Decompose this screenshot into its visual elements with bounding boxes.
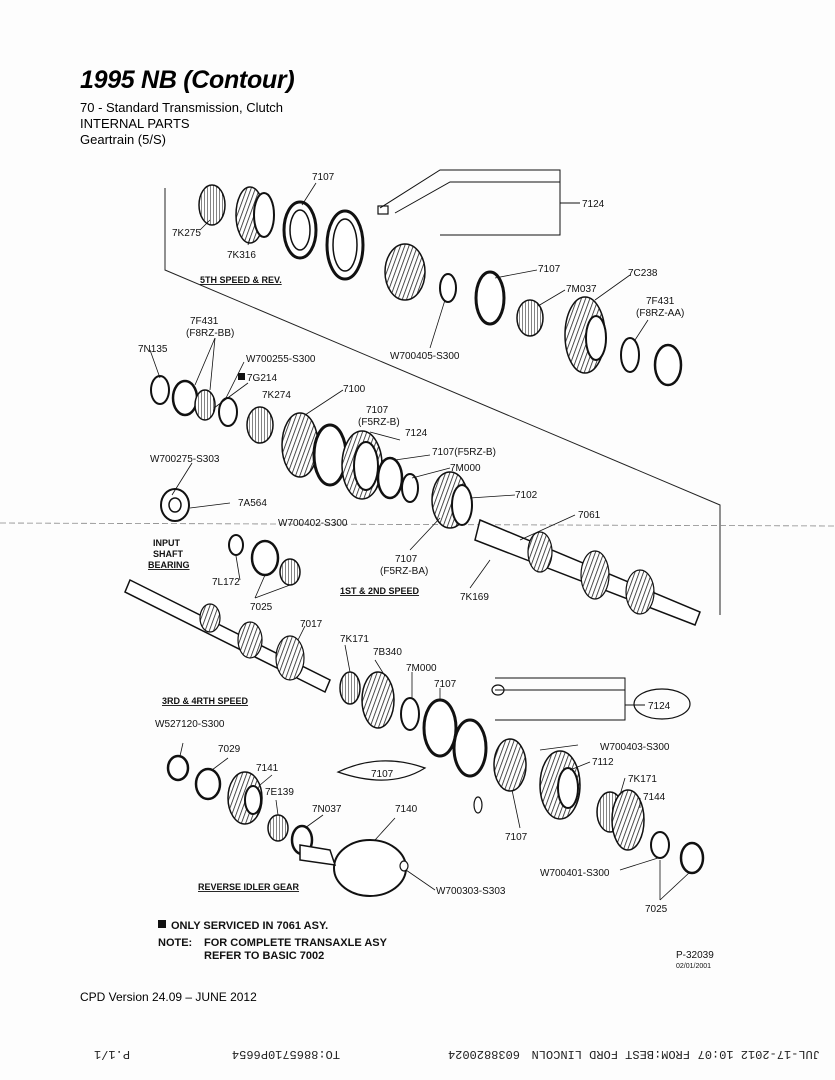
label-7K171-upper: 7K171 <box>340 634 369 645</box>
fax-to: TO:8865710P6654 <box>231 1047 340 1061</box>
label-7107-f5rzb-sub: (F5RZ-B) <box>358 417 400 428</box>
label-7107-f5rzb: 7107 <box>366 405 389 416</box>
section-line: INTERNAL PARTS <box>80 116 190 131</box>
label-W700401: W700401-S300 <box>540 868 610 879</box>
label-7061: 7061 <box>578 510 601 521</box>
third-fourth-speed-parts <box>124 578 705 875</box>
label-7N135: 7N135 <box>138 344 168 355</box>
label-7E139: 7E139 <box>265 787 294 798</box>
label-7141: 7141 <box>256 763 279 774</box>
label-7M037: 7M037 <box>566 284 597 295</box>
fax-from: FROM:BEST FORD LINCOLN <box>531 1047 690 1061</box>
label-7140: 7140 <box>395 804 418 815</box>
label-7K274: 7K274 <box>262 390 291 401</box>
label-7100: 7100 <box>343 384 366 395</box>
group-reverse-idler: REVERSE IDLER GEAR <box>198 882 300 892</box>
figure-number: P-32039 <box>676 950 714 961</box>
label-7124-upper: 7124 <box>582 199 605 210</box>
label-7107-fifth: 7107 <box>312 172 335 183</box>
fax-header-upside-down: JUL-17-2012 10:07 FROM:BEST FORD LINCOLN… <box>60 1043 820 1061</box>
label-7B340: 7B340 <box>373 647 402 658</box>
highlight-circle-7124 <box>633 688 691 720</box>
label-7112: 7112 <box>592 757 614 768</box>
label-7107-sync: 7107 <box>538 264 561 275</box>
group-input-shaft-2: SHAFT <box>153 549 183 559</box>
page-title: 1995 NB (Contour) <box>80 66 295 94</box>
label-7107-f5rzba-sub: (F5RZ-BA) <box>380 566 428 577</box>
fax-page: P.1/1 <box>93 1047 130 1061</box>
label-7F431-aa-sub: (F8RZ-AA) <box>636 308 684 319</box>
label-7107-f5rzba: 7107 <box>395 554 418 565</box>
label-7144: 7144 <box>643 792 666 803</box>
label-7107-circled: 7107 <box>371 769 394 780</box>
serviced-marker <box>238 373 245 380</box>
label-7C238: 7C238 <box>628 268 658 279</box>
leader-lines <box>149 182 691 901</box>
upper-assembly-outline <box>164 188 721 615</box>
highlight-circle-7107 <box>336 760 427 781</box>
figure-date: 02/01/2001 <box>676 963 711 970</box>
reverse-idler-parts <box>166 754 409 897</box>
note-only-serviced: ONLY SERVICED IN 7061 ASY. <box>171 920 328 932</box>
serviced-legend-marker <box>158 920 166 928</box>
label-7K275: 7K275 <box>172 228 201 239</box>
label-7025-lower: 7025 <box>645 904 668 915</box>
label-7F431-bb-sub: (F8RZ-BB) <box>186 328 234 339</box>
fax-number: 6038820024 <box>447 1047 520 1061</box>
cpd-version: CPD Version 24.09 – JUNE 2012 <box>80 990 257 1004</box>
label-7M000-lower: 7M000 <box>406 663 437 674</box>
label-7107-lower: 7107 <box>434 679 457 690</box>
label-7F431-aa: 7F431 <box>646 296 675 307</box>
subsection-line: Geartrain (5/S) <box>80 132 166 147</box>
label-7K171-lower: 7K171 <box>628 774 657 785</box>
scan-artifact-line <box>0 522 835 527</box>
group-input-shaft-3: BEARING <box>148 560 190 570</box>
group-first-second: 1ST & 2ND SPEED <box>340 586 420 596</box>
label-7F431-bb: 7F431 <box>190 316 219 327</box>
label-7124-lower: 7124 <box>648 701 671 712</box>
fifth-speed-parts <box>198 184 683 387</box>
label-7107-f5rzb2: 7107(F5RZ-B) <box>432 447 496 458</box>
label-7017: 7017 <box>300 619 323 630</box>
label-7M000-upper: 7M000 <box>450 463 481 474</box>
label-W700255: W700255-S300 <box>246 354 316 365</box>
label-W700303: W700303-S303 <box>436 886 506 897</box>
note-label: NOTE: <box>158 937 192 949</box>
label-7029: 7029 <box>218 744 241 755</box>
label-7L172: 7L172 <box>212 577 240 588</box>
label-7K169: 7K169 <box>460 592 489 603</box>
system-line: 70 - Standard Transmission, Clutch <box>80 100 284 115</box>
note-line-1: FOR COMPLETE TRANSAXLE ASY <box>204 937 388 949</box>
label-7N037: 7N037 <box>312 804 342 815</box>
label-7107-bottom: 7107 <box>505 832 528 843</box>
label-7102: 7102 <box>515 490 538 501</box>
label-W700405: W700405-S300 <box>390 351 460 362</box>
label-W527120: W527120-S300 <box>155 719 225 730</box>
fax-date: JUL-17-2012 10:07 <box>697 1047 820 1061</box>
group-input-shaft-1: INPUT <box>153 538 181 548</box>
group-fifth-rev: 5TH SPEED & REV. <box>200 275 282 285</box>
label-7A564: 7A564 <box>238 498 267 509</box>
label-7K316: 7K316 <box>227 250 256 261</box>
label-W700275: W700275-S303 <box>150 454 220 465</box>
label-7124-mid: 7124 <box>405 428 428 439</box>
label-W700403: W700403-S300 <box>600 742 670 753</box>
label-7025-upper: 7025 <box>250 602 273 613</box>
label-7G214: 7G214 <box>247 373 277 384</box>
note-line-2: REFER TO BASIC 7002 <box>204 950 324 962</box>
group-third-fourth: 3RD & 4RTH SPEED <box>162 696 249 706</box>
first-second-speed-parts <box>150 375 701 626</box>
label-W700402: W700402-S300 <box>278 518 348 529</box>
